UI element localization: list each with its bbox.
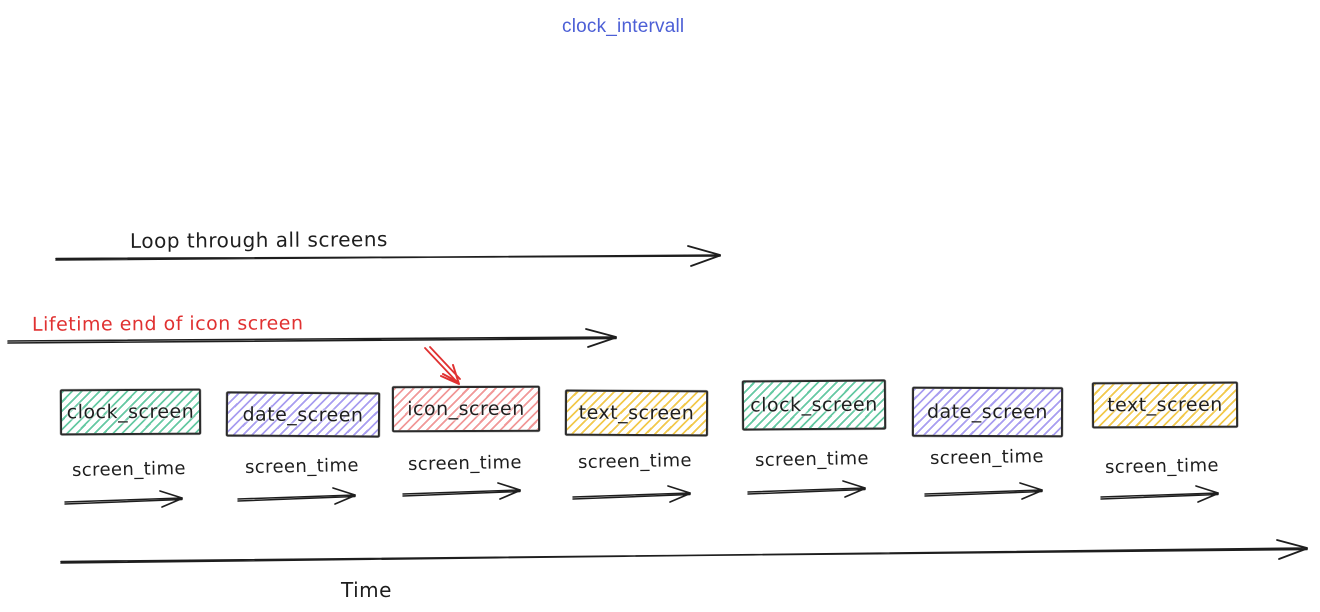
time-axis-arrow-icon [60, 539, 1308, 564]
diagram-title: clock_intervall [562, 16, 685, 37]
screen-time-arrow-icon [747, 480, 866, 498]
screen-time-arrow-icon [1100, 485, 1219, 503]
screen-box-label: date_screen [926, 400, 1049, 424]
lifetime-arrow-icon [7, 328, 617, 348]
screen-box-label: text_screen [578, 401, 695, 425]
screen-box-label: icon_screen [407, 397, 525, 421]
loop-arrow-icon [55, 245, 721, 267]
screen-box-clock-1: clock_screen [59, 388, 202, 436]
screen-time-label: screen_time [929, 446, 1045, 469]
screen-time-arrow-icon [402, 482, 521, 500]
screen-box-icon: icon_screen [391, 385, 541, 433]
screen-time-label: screen_time [577, 450, 693, 473]
screen-time-label: screen_time [244, 455, 360, 478]
screen-box-label: date_screen [242, 403, 364, 426]
screen-box-text-2: text_screen [1091, 381, 1239, 429]
screen-box-label: clock_screen [750, 393, 878, 417]
screen-time-arrow-icon [572, 485, 691, 503]
screen-time-arrow-icon [237, 487, 356, 505]
screen-box-label: text_screen [1107, 393, 1223, 417]
screen-time-arrow-icon [924, 482, 1043, 500]
screen-time-label: screen_time [1104, 455, 1220, 478]
screen-box-clock-2: clock_screen [741, 379, 887, 431]
screen-time-label: screen_time [754, 448, 870, 471]
screen-box-label: clock_screen [66, 400, 195, 424]
screen-box-text-1: text_screen [564, 389, 709, 437]
icon-screen-pointer-arrow-icon [424, 346, 461, 385]
screen-box-date-1: date_screen [225, 391, 381, 438]
time-axis-label: Time [341, 578, 392, 602]
screen-time-arrow-icon [64, 490, 183, 508]
screen-time-label: screen_time [71, 458, 187, 481]
screen-time-label: screen_time [407, 452, 523, 475]
screen-box-date-2: date_screen [911, 386, 1064, 438]
